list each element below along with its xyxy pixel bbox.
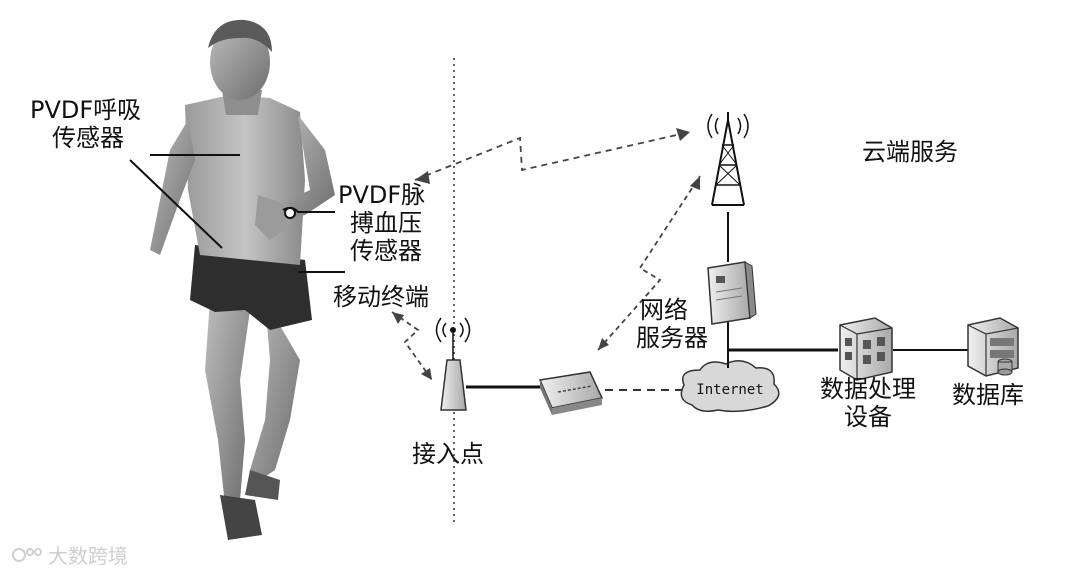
watermark: 大数跨境 (10, 540, 128, 569)
data-processing-label: 数据处理 设备 (808, 375, 928, 431)
data-processing-label-line1: 数据处理 (808, 375, 928, 403)
runner-figure (150, 20, 335, 540)
watermark-text: 大数跨境 (48, 540, 128, 569)
breathing-sensor-label: PVDF呼吸 传感器 (30, 96, 141, 152)
data-processing-label-line2: 设备 (808, 403, 928, 431)
pulse-sensor-label-line3: 传感器 (338, 237, 425, 265)
cloud-service-label: 云端服务 (862, 138, 958, 166)
breathing-sensor-label-line1: PVDF呼吸 (30, 96, 141, 124)
watermark-logo-icon (10, 544, 44, 566)
wireless-link-mobile-to-cloud (415, 132, 690, 180)
router-icon (540, 372, 602, 415)
internet-label: Internet (696, 382, 763, 398)
network-server-label: 网络 服务器 (636, 296, 708, 352)
access-point-icon (437, 318, 470, 410)
breathing-sensor-label-line2: 传感器 (30, 124, 141, 152)
cell-tower-icon (708, 112, 748, 205)
network-server-icon (708, 262, 756, 324)
data-processing-icon (840, 318, 892, 380)
pulse-sensor-label: PVDF脉 搏血压 传感器 (338, 181, 425, 265)
mobile-terminal-label: 移动终端 (333, 283, 429, 311)
database-icon (968, 318, 1018, 376)
pulse-sensor-label-line1: PVDF脉 (338, 181, 425, 209)
database-label: 数据库 (952, 381, 1024, 409)
pulse-sensor-label-line2: 搏血压 (338, 209, 425, 237)
network-server-label-line2: 服务器 (636, 324, 708, 352)
network-server-label-line1: 网络 (636, 296, 708, 324)
access-point-label: 接入点 (412, 440, 484, 468)
